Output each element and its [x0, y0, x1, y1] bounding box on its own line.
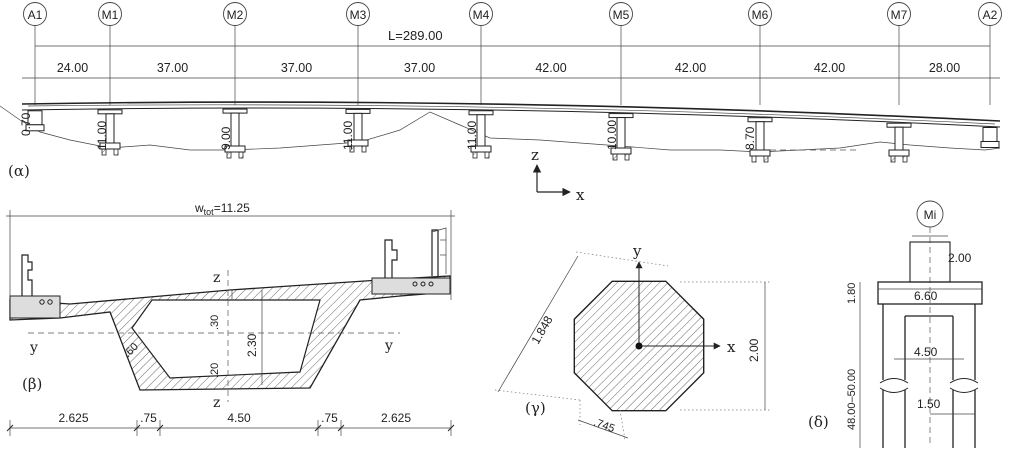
top-slab-dim: .30 [209, 315, 221, 330]
support-circle-a1 [23, 2, 47, 26]
bottom-dim-label: 2.625 [381, 411, 411, 425]
support-circle-m5 [609, 2, 633, 26]
pier-mi-label: Mi [924, 208, 937, 222]
support-circle-m2 [223, 2, 247, 26]
span-length-label: 42.00 [535, 61, 566, 75]
panel-label-delta: (δ) [808, 413, 829, 431]
support-label: M3 [350, 8, 367, 22]
pier-axis-x-label: x [727, 338, 736, 356]
pier-height-label: 11.00 [465, 121, 479, 150]
depth-dim: 2.30 [245, 333, 259, 357]
panel-label-alpha: (α) [8, 162, 30, 180]
pier-spacing-dim: 4.50 [914, 345, 938, 359]
bottom-dim-label: 4.50 [227, 411, 251, 425]
bottom-dim-label: 2.625 [58, 411, 88, 425]
axis-z-bottom: z [213, 395, 220, 411]
span-length-label: 24.00 [57, 61, 88, 75]
ground-profile [0, 105, 1001, 153]
pier-height-dim: 2.00 [747, 338, 761, 362]
support-label: M2 [227, 8, 244, 22]
support-circle-m1 [98, 2, 122, 26]
pier-column [353, 112, 363, 141]
span-length-label: 42.00 [675, 61, 706, 75]
bottom-slab-dim: .20 [209, 363, 221, 378]
elevation-view: L=289.00 24.00 37.00 37.00 37.00 42.00 42.00 4… [0, 2, 1002, 204]
bottom-dim-label: .75 [321, 411, 338, 425]
pier-portal [882, 304, 976, 380]
panel-label-beta: (β) [22, 375, 42, 393]
support-label: M6 [752, 8, 769, 22]
support-label: A2 [983, 8, 998, 22]
pier-column [894, 126, 904, 151]
span-length-label: 37.00 [157, 61, 188, 75]
pier-elevation: Mi 2.00 6.60 1.80 4.50 1.50 48.00–50.00 … [808, 200, 983, 448]
pier-diameter-dim: 1.848 [528, 313, 555, 346]
span-length-label: 28.00 [929, 61, 960, 75]
support-label: M4 [473, 8, 490, 22]
deck-top [21, 101, 1001, 122]
pier-height-label: 8.70 [743, 126, 757, 150]
span-length-label: 37.00 [404, 61, 435, 75]
deck-cross-section: wtot=11.25 z z y y .30 2.30 .20 .60 [6, 201, 455, 436]
abutment [982, 126, 998, 142]
support-circle-m3 [346, 2, 370, 26]
support-circle-m6 [748, 2, 772, 26]
pier-section: y x 1.848 2.00 .745 (γ) [494, 242, 770, 441]
pier-cap [877, 281, 983, 305]
support-circle-m4 [469, 2, 493, 26]
support-label: M5 [613, 8, 630, 22]
bottom-dim-label: .75 [140, 411, 157, 425]
axis-y-right: y [384, 338, 393, 354]
pier-diameter-elev-dim: 1.50 [917, 397, 941, 411]
support-circle-m7 [887, 2, 911, 26]
support-label: A1 [28, 8, 43, 22]
pier-height-range-dim: 48.00–50.00 [846, 369, 858, 430]
support-label: M1 [102, 8, 119, 22]
cap-width-dim: 6.60 [914, 289, 938, 303]
column-width-dim: 2.00 [948, 251, 972, 265]
support-circle-a2 [978, 2, 1002, 26]
pier-column [755, 121, 765, 151]
span-length-label: 37.00 [281, 61, 312, 75]
pier-height-label: 10.00 [605, 120, 619, 150]
w-tot-label: wtot=11.25 [194, 201, 250, 217]
support-label: M7 [891, 8, 908, 22]
pier-height-label: 11.00 [341, 121, 355, 150]
pier-height-label: 0.70 [19, 112, 33, 136]
cap-height-dim: 1.80 [846, 283, 858, 304]
axis-z-top: z [213, 270, 220, 286]
span-length-label: 42.00 [814, 61, 845, 75]
pier-axis-y-label: y [632, 242, 642, 260]
axis-x-label: x [576, 186, 585, 204]
pier-height-label: 11.00 [95, 121, 109, 150]
deck-bottom [21, 107, 1001, 128]
axis-z-label: z [531, 146, 539, 164]
pier-height-label: 9.00 [219, 126, 233, 150]
panel-label-gamma: (γ) [525, 399, 546, 417]
pier-side-dim: .745 [592, 417, 616, 436]
box-girder-void [131, 299, 321, 379]
total-length-label: L=289.00 [388, 28, 443, 43]
axis-y-left: y [29, 340, 38, 356]
